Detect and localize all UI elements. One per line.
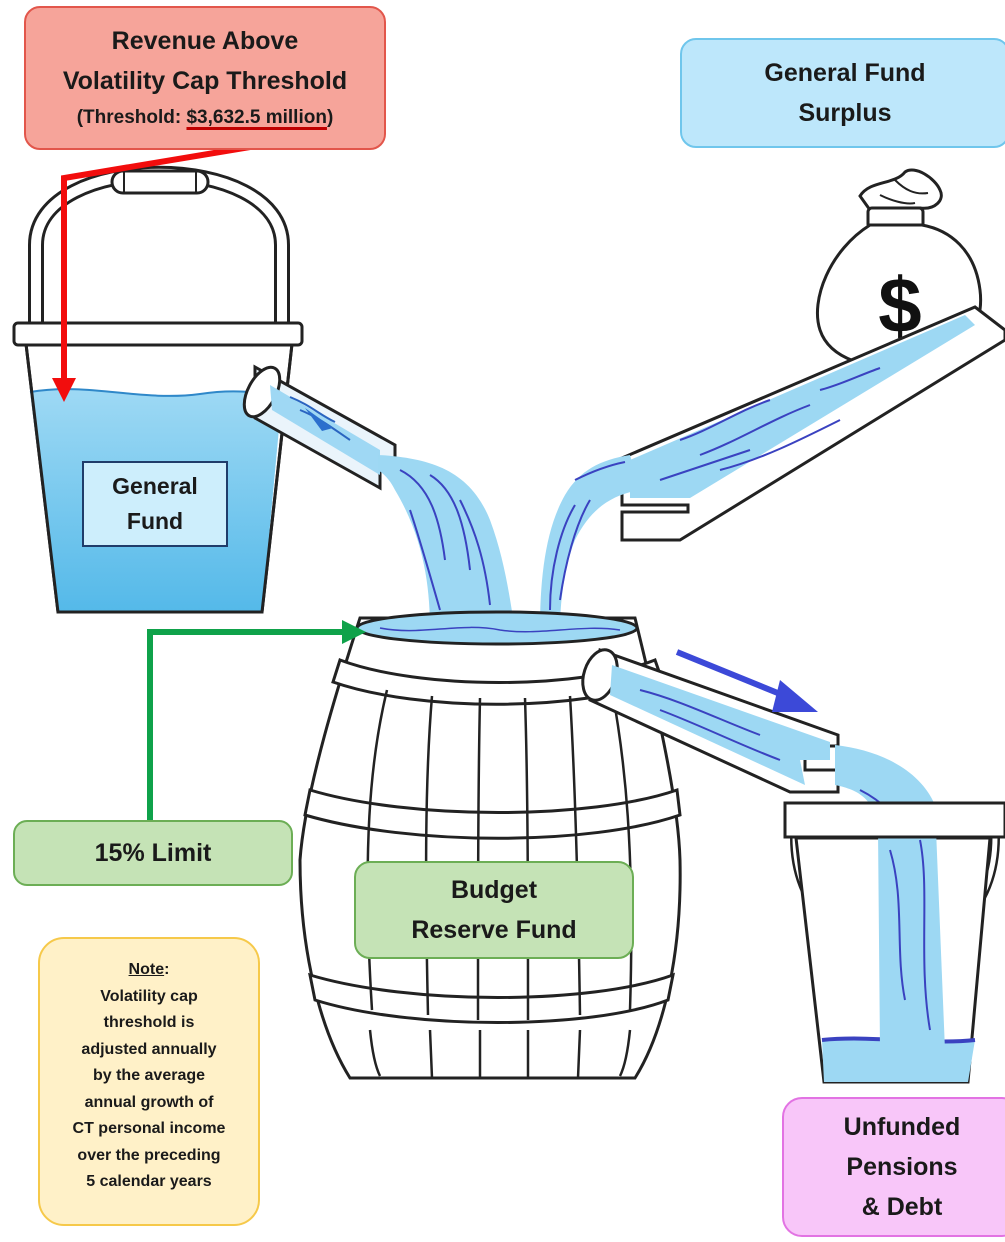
brf-line1: Budget <box>450 876 538 904</box>
note-heading-colon: : <box>164 961 170 978</box>
threshold-prefix: (Threshold: <box>76 107 187 128</box>
note-line: adjusted annually <box>81 1040 217 1058</box>
limit-label: 15% Limit <box>94 838 212 867</box>
threshold-value: $3,632.5 million <box>186 107 327 128</box>
revenue-title-line1: Revenue Above <box>111 27 299 55</box>
budget-reserve-fund-box: Budget Reserve Fund <box>354 861 634 959</box>
note-line: 5 calendar years <box>86 1173 212 1190</box>
limit-box: 15% Limit <box>13 820 293 886</box>
right-chute-icon <box>620 305 1005 542</box>
note-box: Note: Volatility cap threshold is adjust… <box>38 937 260 1226</box>
unfunded-pensions-debt-box: Unfunded Pensions & Debt <box>782 1097 1005 1237</box>
brf-line2: Reserve Fund <box>411 916 577 944</box>
threshold-label: (Threshold: $3,632.5 million) <box>77 101 334 135</box>
note-line: CT personal income <box>72 1120 226 1137</box>
threshold-suffix: ) <box>326 107 334 128</box>
pension-line1: Unfunded <box>843 1113 961 1141</box>
note-line: threshold is <box>103 1014 195 1031</box>
left-waterfall-icon <box>378 455 515 630</box>
barrel-icon <box>298 610 682 1080</box>
surplus-line2: Surplus <box>798 99 892 127</box>
pension-line2: Pensions <box>846 1153 958 1181</box>
green-arrow-icon <box>147 620 366 820</box>
note-heading: Note: <box>129 957 170 984</box>
general-fund-surplus-box: General Fund Surplus <box>680 38 1005 148</box>
note-line: Volatility cap <box>100 987 198 1005</box>
note-line: annual growth of <box>84 1093 214 1111</box>
general-fund-line1: General <box>112 473 198 499</box>
pension-bucket-icon <box>783 745 1005 1084</box>
note-heading-text: Note <box>128 961 165 978</box>
surplus-line1: General Fund <box>764 59 926 87</box>
note-line: over the preceding <box>77 1146 221 1164</box>
revenue-above-cap-box: Revenue Above Volatility Cap Threshold (… <box>24 6 386 150</box>
revenue-title-line2: Volatility Cap Threshold <box>62 67 348 95</box>
blue-arrow-icon <box>675 649 818 712</box>
barrel-chute-icon <box>581 648 840 794</box>
general-fund-line2: Fund <box>126 508 184 534</box>
note-line: by the average <box>92 1067 206 1084</box>
general-fund-label: General Fund <box>82 461 228 547</box>
right-waterfall-icon <box>540 455 640 630</box>
left-chute-icon <box>242 364 397 491</box>
pension-line3: & Debt <box>861 1193 943 1221</box>
